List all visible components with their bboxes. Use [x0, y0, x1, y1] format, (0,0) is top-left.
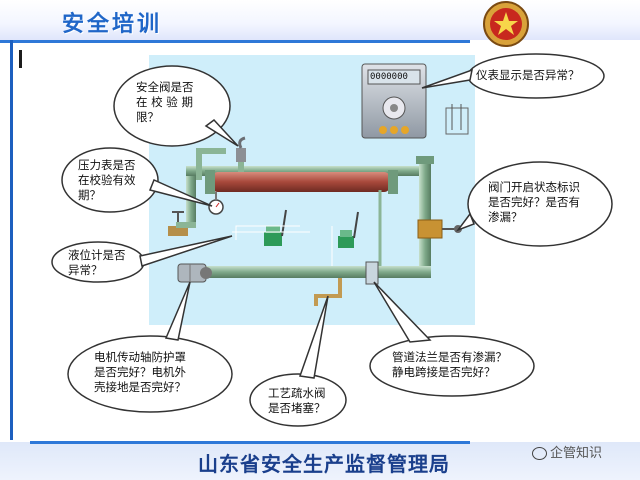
status-valve — [417, 219, 443, 239]
level-gauge — [264, 232, 282, 246]
callout-level-gauge-bubble — [51, 235, 233, 283]
left-border — [10, 40, 13, 440]
footer-divider — [30, 441, 470, 444]
header-divider — [0, 40, 470, 43]
beaker — [445, 107, 469, 135]
meter-button-3 — [401, 126, 409, 134]
pipe-flange — [365, 261, 379, 285]
callout-pressure-gauge-bubble — [61, 147, 213, 213]
callout-meter-bubble — [421, 53, 605, 99]
inlet-valve-body — [168, 226, 188, 236]
callout-level-gauge: 液位计是否 异常？ — [68, 248, 126, 277]
right-top-stub — [416, 156, 434, 164]
left-tick — [19, 50, 22, 68]
bottom-pipe — [205, 266, 431, 278]
valve-top-pipe — [196, 148, 226, 154]
callout-safety-valve-bubble — [113, 65, 239, 147]
safety-valve — [236, 148, 246, 162]
callout-flange: 管道法兰是否有渗漏？ 静电跨接是否完好？ — [392, 350, 507, 379]
callout-meter: 仪表显示是否异常？ — [476, 68, 580, 82]
trap-device — [338, 236, 354, 248]
tank-cap-right — [388, 170, 398, 194]
right-vertical-pipe — [419, 160, 431, 275]
meter-button-2 — [390, 126, 398, 134]
callout-drain-valve: 工艺疏水阀 是否堵塞？ — [268, 386, 326, 415]
footer-title: 山东省安全生产监督管理局 — [198, 452, 450, 476]
callout-motor-bubble — [67, 281, 233, 413]
callout-drain-bubble — [249, 295, 347, 427]
valve-riser-pipe — [196, 150, 202, 180]
drain-pipe — [314, 278, 342, 306]
heat-exchanger-tank — [212, 172, 390, 192]
callout-valve-status: 阀门开启状态标识 是否完好？是否有 渗漏？ — [488, 180, 580, 224]
meter-display-text: 0000000 — [370, 72, 408, 82]
callout-pressure-gauge: 压力表是否 在校验有效 期？ — [78, 158, 136, 202]
header-band — [0, 0, 640, 40]
safety-valve-lever — [238, 136, 246, 149]
meter-button-1 — [379, 126, 387, 134]
callout-motor-guard: 电机传动轴防护罩 是否完好？电机外 壳接地是否完好？ — [94, 350, 186, 394]
watermark-text: 企管知识 — [550, 446, 603, 461]
wechat-icon — [532, 447, 547, 460]
callout-safety-valve: 安全阀是否 在 校 验 期 限？ — [136, 80, 194, 124]
tank-cap-left — [205, 170, 215, 194]
header-title: 安全培训 — [62, 12, 163, 37]
callout-flange-bubble — [369, 281, 535, 397]
watermark: 企管知识 — [532, 442, 602, 461]
top-pipe — [186, 166, 426, 176]
callout-valve-bubble — [455, 161, 613, 247]
national-emblem-icon — [483, 1, 529, 47]
